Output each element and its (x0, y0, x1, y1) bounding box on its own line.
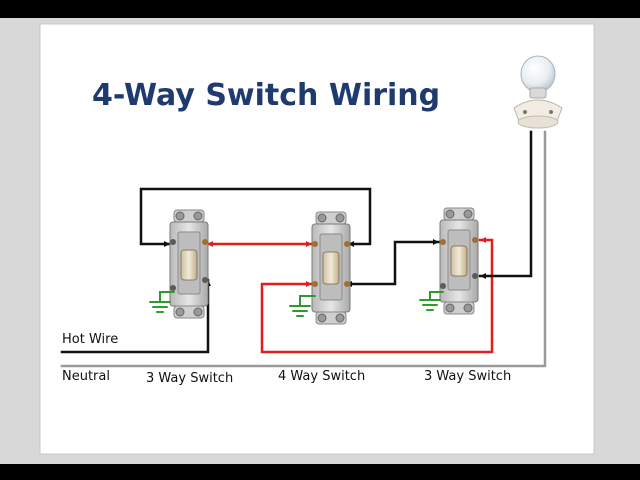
ground-symbol-icon (419, 291, 444, 311)
toggle-switch-icon (450, 245, 468, 277)
label-switch-left: 3 Way Switch (146, 371, 234, 386)
page-title: 4-Way Switch Wiring (92, 78, 441, 113)
toggle-switch-icon (322, 251, 340, 285)
light-bulb-icon (513, 55, 563, 129)
label-switch-right: 3 Way Switch (424, 369, 512, 384)
wire-neutral (60, 130, 547, 368)
label-neutral: Neutral (62, 369, 110, 384)
switch-middle (311, 211, 351, 325)
label-switch-middle: 4 Way Switch (278, 369, 366, 384)
switch-right (439, 207, 479, 315)
toggle-switch-icon (180, 249, 198, 281)
wire-traveler-black-right (344, 240, 441, 286)
ground-symbol-icon (289, 295, 316, 317)
switch-left (169, 209, 209, 319)
wire-traveler-black-top (139, 187, 372, 246)
label-hot-wire: Hot Wire (62, 332, 119, 347)
ground-symbol-icon (149, 291, 175, 313)
wire-traveler-red-bottom (260, 238, 494, 354)
wire-switch-leg (478, 130, 533, 278)
